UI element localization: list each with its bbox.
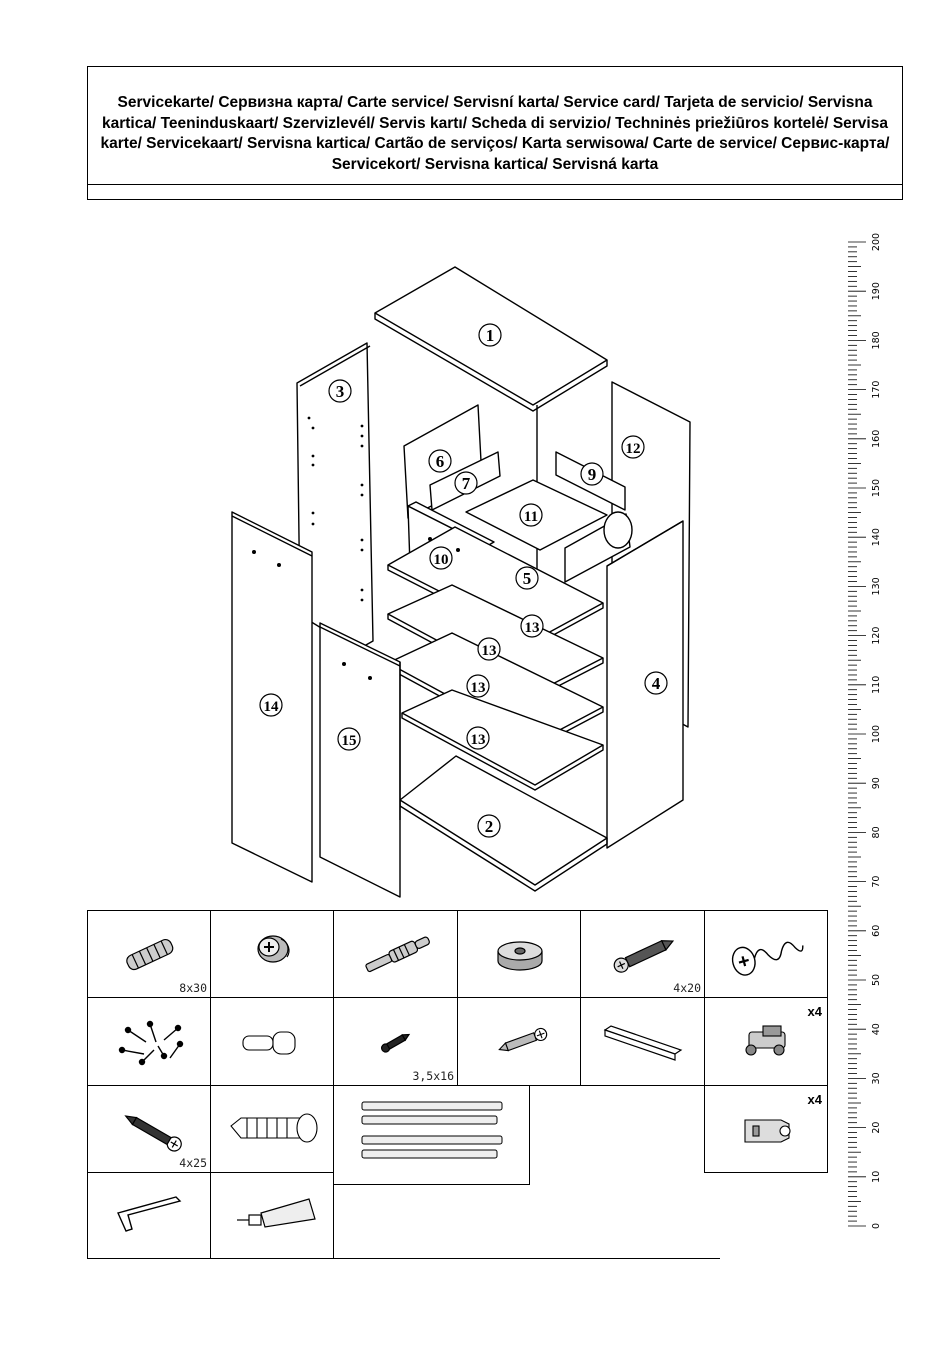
- wood-screw-size-label: 4x20: [673, 981, 701, 995]
- part-label-13: 13: [471, 732, 486, 748]
- ruler-label: 130: [871, 577, 882, 595]
- ruler-label: 50: [871, 974, 882, 986]
- hardware-cell-dowel: 8x30: [87, 910, 211, 998]
- ruler-label: 40: [871, 1023, 882, 1035]
- part-label-11: 11: [524, 509, 538, 525]
- header-divider: [88, 184, 902, 185]
- cam-bolt-icon: [365, 936, 430, 973]
- ruler-label: 140: [871, 528, 882, 546]
- hardware-cell-small-screw: 3,5x16: [333, 997, 458, 1086]
- hardware-cell-handle: [580, 997, 705, 1086]
- hardware-cell-wood-screw: 4x20: [580, 910, 705, 998]
- part-label-12: 12: [626, 441, 641, 457]
- hardware-cell-wall-plug: [210, 1085, 334, 1173]
- ruler-label: 30: [871, 1072, 882, 1084]
- hardware-cell-drawer-runners: [333, 1085, 530, 1185]
- wall-plug-icon: [230, 1113, 318, 1143]
- ruler-label: 120: [871, 627, 882, 645]
- hinge-icon: [745, 1025, 786, 1056]
- ruler-label: 100: [871, 725, 882, 743]
- dowel-icon: [126, 938, 174, 971]
- ruler-label: 80: [871, 826, 882, 838]
- nails-icon: [118, 1020, 184, 1066]
- long-screw-icon: [124, 1115, 182, 1152]
- long-screw-size-label: 4x25: [179, 1156, 207, 1170]
- part-label-2: 2: [485, 817, 494, 836]
- shelf-support-icon: [242, 1031, 296, 1055]
- measurement-ruler: 0 10 20 30 40 50 60 70 80 90 100 110 120 130 140 150 160…: [848, 233, 882, 1229]
- hardware-cell-glide-foot: [457, 910, 581, 998]
- small-screw-icon: [381, 1033, 411, 1053]
- part-label-14: 14: [264, 699, 280, 715]
- mounting-plate-icon: [744, 1119, 791, 1143]
- page-title: Servicekarte/ Сервизна карта/ Carte serv…: [100, 94, 890, 173]
- hardware-cell-shelf-support: [210, 997, 334, 1086]
- ruler-label: 200: [871, 233, 882, 251]
- short-screw-icon: [498, 1027, 548, 1052]
- part-label-4: 4: [652, 674, 661, 693]
- hardware-cell-confirmat-screw: [704, 910, 828, 998]
- ruler-label: 180: [871, 331, 882, 349]
- ruler-label: 190: [871, 282, 882, 300]
- part-label-13: 13: [525, 620, 540, 636]
- ruler-label: 110: [871, 676, 882, 694]
- angle-bracket-icon: [117, 1196, 182, 1232]
- ruler-label: 150: [871, 479, 882, 497]
- ruler-label: 170: [871, 381, 882, 399]
- ruler-label: 60: [871, 925, 882, 937]
- ruler-label: 0: [871, 1223, 882, 1229]
- hardware-cell-short-screw: [457, 997, 581, 1086]
- cam-lock-icon: [257, 935, 290, 963]
- drawer-runners-icon: [361, 1101, 503, 1159]
- part-label-13: 13: [482, 643, 497, 659]
- glide-foot-icon: [497, 941, 543, 971]
- hardware-cell-hinge: x4: [704, 997, 828, 1086]
- hardware-cell-mounting-plate: x4: [704, 1085, 828, 1173]
- hardware-cell-cam-lock: [210, 910, 334, 998]
- part-label-5: 5: [523, 569, 532, 588]
- handle-icon: [603, 1025, 683, 1061]
- hardware-cell-glue-tube: [210, 1172, 334, 1259]
- part-label-15: 15: [342, 733, 357, 749]
- header-box: Servicekarte/ Сервизна карта/ Carte serv…: [87, 66, 903, 200]
- glue-tube-icon: [237, 1198, 316, 1228]
- part-label-3: 3: [336, 382, 345, 401]
- wood-screw-icon: [613, 939, 675, 973]
- hardware-cell-cam-bolt: [333, 910, 458, 998]
- part-label-10: 10: [434, 552, 449, 568]
- part-label-13: 13: [471, 680, 486, 696]
- confirmat-screw-icon: [731, 941, 804, 976]
- part-label-6: 6: [436, 452, 445, 471]
- hardware-cell-angle-bracket: [87, 1172, 211, 1259]
- part-label-7: 7: [462, 474, 471, 493]
- part-label-1: 1: [486, 326, 495, 345]
- ruler-label: 20: [871, 1122, 882, 1134]
- ruler-label: 90: [871, 777, 882, 789]
- dowel-size-label: 8x30: [179, 981, 207, 995]
- exploded-cabinet-diagram: 1 2 3 4 5 6 7 9 10 11 12 13 13 13 13 14 …: [231, 266, 691, 898]
- small-screw-size-label: 3,5x16: [412, 1069, 454, 1083]
- mounting-plate-qty-label: x4: [807, 1092, 822, 1107]
- ruler-label: 70: [871, 876, 882, 888]
- ruler-label: 160: [871, 430, 882, 448]
- bottom-rule: [333, 1258, 720, 1259]
- hinge-qty-label: x4: [807, 1004, 822, 1019]
- part-label-9: 9: [588, 465, 597, 484]
- hardware-cell-nails: [87, 997, 211, 1086]
- hardware-cell-long-screw: 4x25: [87, 1085, 211, 1173]
- ruler-label: 10: [871, 1171, 882, 1183]
